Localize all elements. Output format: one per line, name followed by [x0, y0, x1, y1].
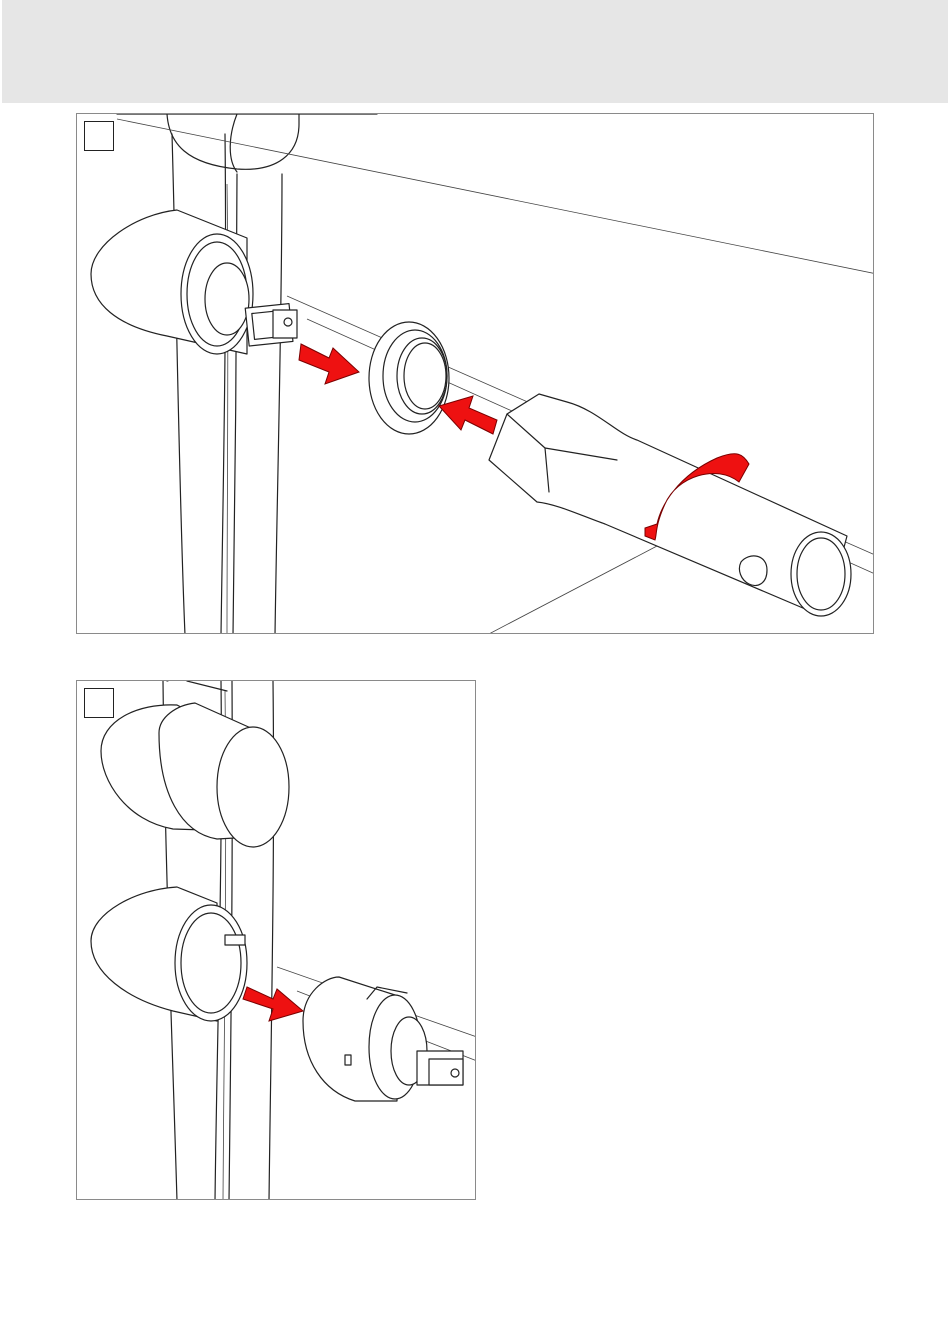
step-number-box-1 [84, 121, 114, 151]
cartridge [303, 977, 463, 1101]
floor-line [487, 546, 657, 634]
socket-wrench [489, 394, 851, 616]
wall-rail [172, 134, 282, 634]
lock-ring [369, 322, 449, 434]
push-left-arrow [439, 396, 497, 434]
pull-out-arrow [243, 987, 303, 1021]
illustration-panel-2 [76, 680, 476, 1200]
illustration-panel-1 [76, 113, 874, 634]
valve-body [91, 210, 297, 354]
valve-housing [91, 887, 247, 1021]
exploded-view-drawing-2 [77, 681, 476, 1200]
step-number-box-2 [84, 688, 114, 718]
push-right-arrow [299, 344, 359, 384]
upper-handle [101, 681, 289, 847]
header-band [2, 0, 948, 103]
exploded-view-drawing-1 [77, 114, 874, 634]
